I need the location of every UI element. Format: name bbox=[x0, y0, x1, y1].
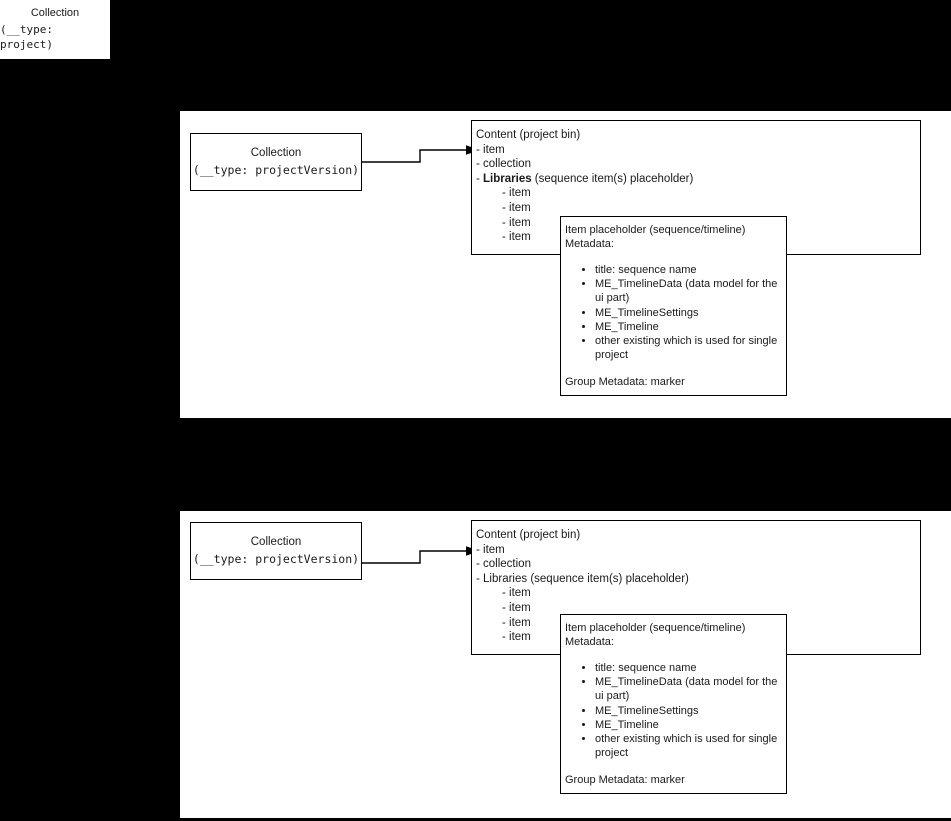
meta-bullet-bottom: ME_Timeline bbox=[595, 718, 786, 732]
content-child-3-bottom: - item bbox=[502, 616, 531, 629]
content-child-1-top: - item bbox=[502, 187, 531, 200]
meta-bullet-top: other existing which is used for single … bbox=[595, 334, 786, 362]
meta-header-bottom: Item placeholder (sequence/timeline) bbox=[565, 622, 746, 634]
libraries-label-top: Libraries bbox=[483, 172, 532, 185]
content-row-item-bottom: - item bbox=[476, 543, 505, 556]
meta-bullet-top: ME_TimelineData (data model for the ui p… bbox=[595, 277, 786, 305]
libraries-dash-bottom: - bbox=[476, 572, 484, 585]
item-placeholder-box-bottom[interactable]: Item placeholder (sequence/timeline) Met… bbox=[560, 614, 787, 794]
collection-type-bottom: (__type: projectVersion) bbox=[192, 552, 360, 566]
meta-bullet-top: title: sequence name bbox=[595, 263, 786, 277]
collection-box-bottom[interactable]: Collection (__type: projectVersion) bbox=[190, 522, 362, 580]
meta-subheader-bottom: Metadata: bbox=[565, 636, 614, 648]
libraries-suffix-bottom: (sequence item(s) placeholder) bbox=[527, 572, 689, 585]
meta-header-top: Item placeholder (sequence/timeline) bbox=[565, 224, 746, 236]
connector-arrow-bottom bbox=[362, 546, 480, 564]
meta-bullet-list-bottom: title: sequence name ME_TimelineData (da… bbox=[565, 661, 786, 760]
meta-bullet-list-top: title: sequence name ME_TimelineData (da… bbox=[565, 263, 786, 362]
content-row-libraries-top: - Libraries (sequence item(s) placeholde… bbox=[476, 172, 920, 187]
content-child-2-top: - item bbox=[502, 201, 531, 214]
content-child-3-top: - item bbox=[502, 216, 531, 229]
collection-title-top: Collection bbox=[250, 146, 302, 159]
content-header-bottom: Content (project bin) bbox=[476, 529, 581, 541]
libraries-dash-top: - bbox=[476, 172, 484, 185]
content-row-item-top: - item bbox=[476, 143, 505, 156]
content-row-collection-bottom: - collection bbox=[476, 558, 531, 571]
corner-note-title: Collection bbox=[30, 6, 80, 19]
libraries-label-bottom: Libraries bbox=[483, 572, 528, 585]
content-child-1-bottom: - item bbox=[502, 587, 531, 600]
meta-footer-top: Group Metadata: marker bbox=[565, 376, 685, 389]
content-row-libraries-bottom: - Libraries (sequence item(s) placeholde… bbox=[476, 572, 920, 587]
connector-arrow-top bbox=[362, 145, 480, 163]
content-child-2-bottom: - item bbox=[502, 601, 531, 614]
corner-panel bbox=[0, 0, 110, 59]
meta-bullet-bottom: ME_TimelineData (data model for the ui p… bbox=[595, 675, 786, 703]
collection-type-top: (__type: projectVersion) bbox=[192, 163, 360, 177]
meta-subheader-top: Metadata: bbox=[565, 238, 614, 250]
meta-footer-bottom: Group Metadata: marker bbox=[565, 774, 685, 787]
content-child-4-top: - item bbox=[502, 231, 531, 244]
corner-note-type: (__type: project) bbox=[0, 22, 53, 52]
content-child-4-bottom: - item bbox=[502, 631, 531, 644]
libraries-suffix-top: (sequence item(s) placeholder) bbox=[531, 172, 694, 185]
meta-bullet-bottom: title: sequence name bbox=[595, 661, 786, 675]
item-placeholder-box-top[interactable]: Item placeholder (sequence/timeline) Met… bbox=[560, 216, 787, 396]
content-row-collection-top: - collection bbox=[476, 158, 531, 171]
collection-title-bottom: Collection bbox=[250, 535, 302, 548]
meta-bullet-top: ME_TimelineSettings bbox=[595, 306, 786, 320]
meta-bullet-bottom: other existing which is used for single … bbox=[595, 732, 786, 760]
corner-collection-note: Collection (__type: project) bbox=[0, 0, 110, 59]
content-header-top: Content (project bin) bbox=[476, 129, 581, 141]
meta-bullet-top: ME_Timeline bbox=[595, 320, 786, 334]
collection-box-top[interactable]: Collection (__type: projectVersion) bbox=[190, 133, 362, 191]
meta-bullet-bottom: ME_TimelineSettings bbox=[595, 704, 786, 718]
